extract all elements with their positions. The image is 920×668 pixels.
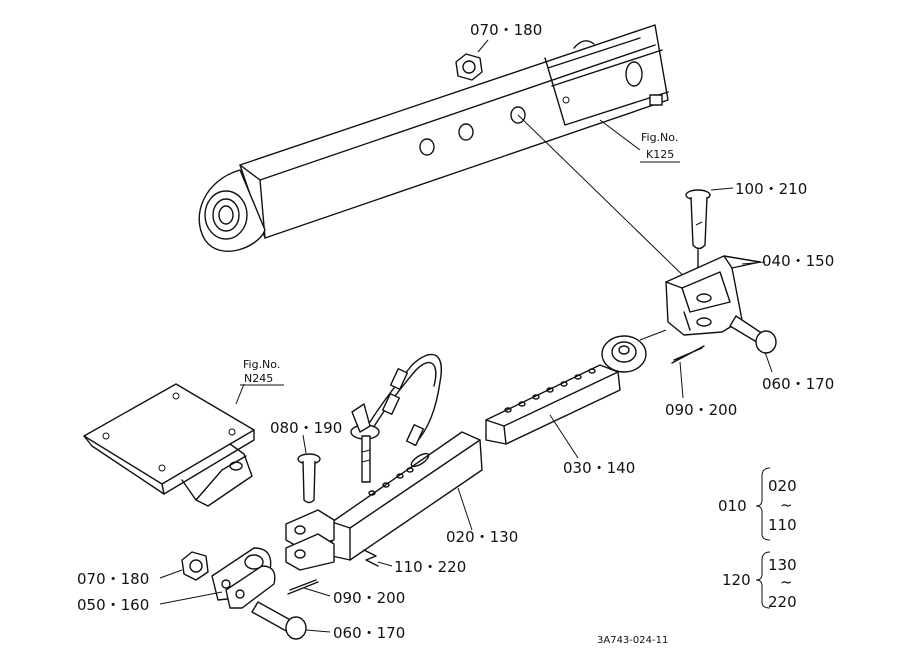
lock-pin: [350, 403, 380, 483]
mount-plate: [83, 383, 284, 507]
label-110-220: 110・220: [394, 558, 466, 576]
label-020-130: 020・130: [446, 528, 518, 546]
leader-k125: [599, 119, 641, 151]
clevis-pin-left: [297, 434, 321, 504]
legend-group-1: 010 020 ~ 110: [718, 467, 797, 541]
cotter-pin-bottom: [287, 579, 331, 597]
legend-2-to: 220: [768, 593, 797, 611]
leader-arm-to-bracket: [517, 114, 699, 291]
main-tube: [285, 431, 483, 571]
wire-clip: [363, 549, 393, 567]
label-040-150: 040・150: [762, 252, 834, 270]
clevis-plate: [159, 547, 276, 609]
legend-2-key: 120: [722, 571, 751, 589]
cotter-pin-right: [671, 345, 705, 399]
figref-k125-prefix: Fig.No.: [641, 131, 678, 144]
label-070-180-top: 070・180: [470, 21, 542, 39]
label-090-200-bottom: 090・200: [333, 589, 405, 607]
legend-1-to: 110: [768, 516, 797, 534]
lower-link-arm: [198, 24, 669, 252]
label-070-180-bottom: 070・180: [77, 570, 149, 588]
legend-1-tilde: ~: [780, 496, 793, 514]
bracket: [665, 255, 766, 336]
label-090-200-right: 090・200: [665, 401, 737, 419]
label-100-210: 100・210: [735, 180, 807, 198]
legend-2-tilde: ~: [780, 573, 793, 591]
figref-n245-prefix: Fig.No.: [243, 358, 280, 371]
figref-n245: N245: [244, 372, 273, 385]
drawing-code: 3A743-024-11: [597, 635, 668, 646]
figref-k125: K125: [646, 148, 674, 161]
label-050-160: 050・160: [77, 596, 149, 614]
nut-bottom: [159, 551, 209, 581]
chain: [364, 353, 442, 446]
legend-group-2: 120 130 ~ 220: [722, 551, 797, 611]
adjust-rod: [485, 329, 667, 459]
bolt-bottom: [251, 601, 331, 640]
bolt-right: [729, 315, 777, 373]
legend-2-from: 130: [768, 556, 797, 574]
legend-1-from: 020: [768, 477, 797, 495]
legend-1-key: 010: [718, 497, 747, 515]
nut-top: [455, 39, 489, 81]
label-060-170-right: 060・170: [762, 375, 834, 393]
label-080-190: 080・190: [270, 419, 342, 437]
label-030-140: 030・140: [563, 459, 635, 477]
label-060-170-bottom: 060・170: [333, 624, 405, 642]
